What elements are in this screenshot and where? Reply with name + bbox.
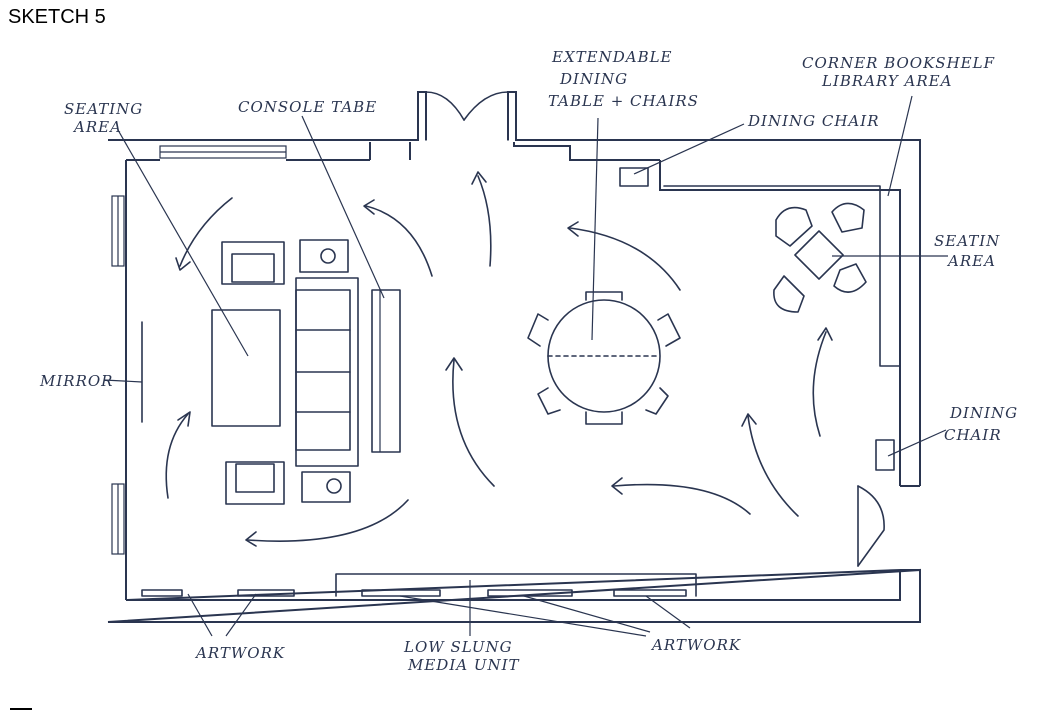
label-low-slung-2: MEDIA UNIT xyxy=(407,656,520,674)
lounge-chair xyxy=(831,202,865,233)
dining-table-group xyxy=(527,291,681,425)
label-seating-area-left-1: SEATING xyxy=(64,100,143,118)
dining-chair xyxy=(537,387,561,415)
annotation-labels: SEATING AREA CONSOLE TABE EXTENDABLE DIN… xyxy=(39,48,1018,674)
left-seating-area xyxy=(211,239,401,505)
coffee-table xyxy=(211,309,281,427)
dining-chair xyxy=(585,411,623,425)
dining-chair xyxy=(657,313,681,347)
label-dining-chair-top: DINING CHAIR xyxy=(747,112,880,130)
label-corner-bookshelf-2: LIBRARY AREA xyxy=(821,72,952,90)
label-dining-chair-right-2: CHAIR xyxy=(944,426,1002,444)
windows xyxy=(111,145,287,555)
label-corner-bookshelf-1: CORNER BOOKSHELF xyxy=(802,54,995,72)
armchair-top xyxy=(221,241,285,285)
page-title: SKETCH 5 xyxy=(8,6,106,28)
label-artwork-left: ARTWORK xyxy=(194,644,285,662)
dining-chair-right-wall xyxy=(875,439,895,471)
sofa xyxy=(295,277,359,467)
corner-bookshelf xyxy=(663,185,901,367)
side-table-bottom xyxy=(301,471,351,503)
label-console-table: CONSOLE TABE xyxy=(238,98,377,116)
dining-chair xyxy=(585,291,623,301)
label-extendable-dining-2: DINING xyxy=(559,70,628,88)
circulation-arrows xyxy=(165,171,833,547)
label-seating-area-left-2: AREA xyxy=(72,118,122,136)
lounge-chair xyxy=(833,263,867,293)
label-artwork-right: ARTWORK xyxy=(650,636,741,654)
lounge-chair xyxy=(773,275,805,313)
lounge-chair xyxy=(775,206,813,247)
room-walls xyxy=(107,91,921,623)
right-seating-area xyxy=(773,202,867,313)
label-low-slung-1: LOW SLUNG xyxy=(403,638,513,656)
corner-mark xyxy=(10,708,32,710)
side-table-top xyxy=(299,239,349,273)
label-dining-chair-right-1: DINING xyxy=(949,404,1018,422)
dining-chair-top-wall xyxy=(619,167,649,187)
label-extendable-dining-3: TABLE + CHAIRS xyxy=(548,92,699,110)
dining-chair xyxy=(527,313,549,347)
leader-lines xyxy=(103,95,948,637)
door-right xyxy=(857,485,885,567)
armchair-bottom xyxy=(225,461,285,505)
double-door-top xyxy=(425,91,509,141)
label-mirror: MIRROR xyxy=(39,372,113,390)
label-seating-area-right-1: SEATIN xyxy=(934,232,1000,250)
console-table xyxy=(371,289,401,453)
label-seating-area-right-2: AREA xyxy=(946,252,996,270)
small-table xyxy=(794,230,844,280)
dining-chair xyxy=(645,387,669,415)
label-extendable-dining-1: EXTENDABLE xyxy=(551,48,673,66)
media-unit xyxy=(335,573,697,597)
